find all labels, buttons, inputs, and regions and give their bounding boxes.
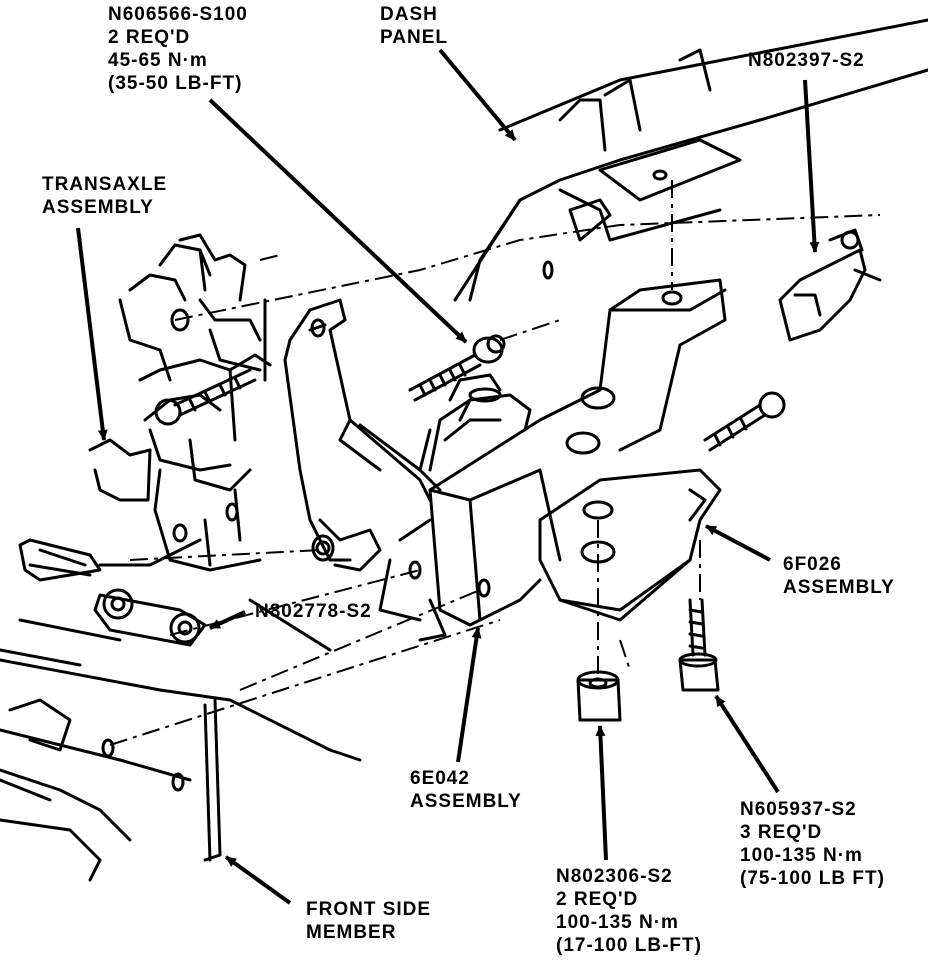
arrow-6e042 [456,627,482,763]
upper-bolt-part-number: N606566-S100 [108,4,248,25]
label-right-bolt: N605937-S2 3 REQ'D 100-135 N·m (75-100 L… [740,798,885,890]
right-bolt-part-number: N605937-S2 [740,799,857,820]
transaxle-bolt [154,368,257,426]
insulator [418,373,532,492]
front-side-member [0,598,362,882]
dash-panel-line1: DASH [380,4,438,25]
upper-bolt-torque-nm: 45-65 N·m [108,50,208,71]
6f026-line1: 6F026 [783,554,842,575]
6e042-line1: 6E042 [410,768,470,789]
center-lines [109,180,881,746]
6f026-line2: ASSEMBLY [783,577,895,598]
bottom-nut-torque-lbft: (17-100 LB-FT) [556,935,702,956]
6e042-line2: ASSEMBLY [410,791,522,812]
arrow-right-bolt [714,694,780,794]
bottom-nut-torque-nm: 100-135 N·m [556,912,679,933]
right-bolt-qty: 3 REQ'D [740,822,823,843]
label-dash-panel: DASH PANEL [380,3,448,49]
label-left-nut: N802778-S2 [255,600,372,623]
dash-panel-outline [453,18,928,302]
arrow-transaxle [76,227,108,441]
bottom-nut-qty: 2 REQ'D [556,889,639,910]
lower-right-bolt [678,598,720,692]
front-side-member-line2: MEMBER [306,922,397,943]
label-upper-bolt: N606566-S100 2 REQ'D 45-65 N·m (35-50 LB… [108,3,248,95]
transaxle-line1: TRANSAXLE [42,174,168,195]
upper-bolt-torque-lbft: (35-50 LB-FT) [108,73,243,94]
arrow-front-side-member [224,855,292,905]
label-transaxle: TRANSAXLE ASSEMBLY [42,173,167,219]
transaxle-housing [88,233,272,572]
right-bolt-torque-lbft: (75-100 LB FT) [740,868,885,889]
right-bolt [703,391,786,452]
arrow-top-right-nut [803,79,820,253]
link-arm [283,298,432,572]
left-nut-part-number: N802778-S2 [255,601,372,622]
top-right-nut-part [778,228,882,342]
6f026-bracket [538,468,722,622]
dash-panel-line2: PANEL [380,27,448,48]
arrow-left-nut [209,610,246,630]
arrow-6f026 [705,524,771,562]
6e042-bracket [378,278,727,642]
lower-nut [576,670,622,722]
label-bottom-nut: N802306-S2 2 REQ'D 100-135 N·m (17-100 L… [556,865,702,957]
transaxle-line2: ASSEMBLY [42,197,154,218]
front-side-member-line1: FRONT SIDE [306,899,432,920]
upper-bolt [408,334,506,402]
leader-arrows [76,48,820,905]
label-top-right-nut: N802397-S2 [748,49,865,72]
bottom-nut-part-number: N802306-S2 [556,866,673,887]
label-6e042: 6E042 ASSEMBLY [410,767,522,813]
label-front-side-member: FRONT SIDE MEMBER [306,898,431,944]
arrow-bottom-nut [595,725,608,861]
arrow-upper-bolt [208,98,468,344]
right-bolt-torque-nm: 100-135 N·m [740,845,863,866]
arrow-dash-panel [438,48,517,142]
link-nut [315,540,331,556]
top-right-nut-part-number: N802397-S2 [748,50,865,71]
left-link-bracket [18,538,207,647]
upper-bolt-qty: 2 REQ'D [108,27,191,48]
label-6f026: 6F026 ASSEMBLY [783,553,895,599]
